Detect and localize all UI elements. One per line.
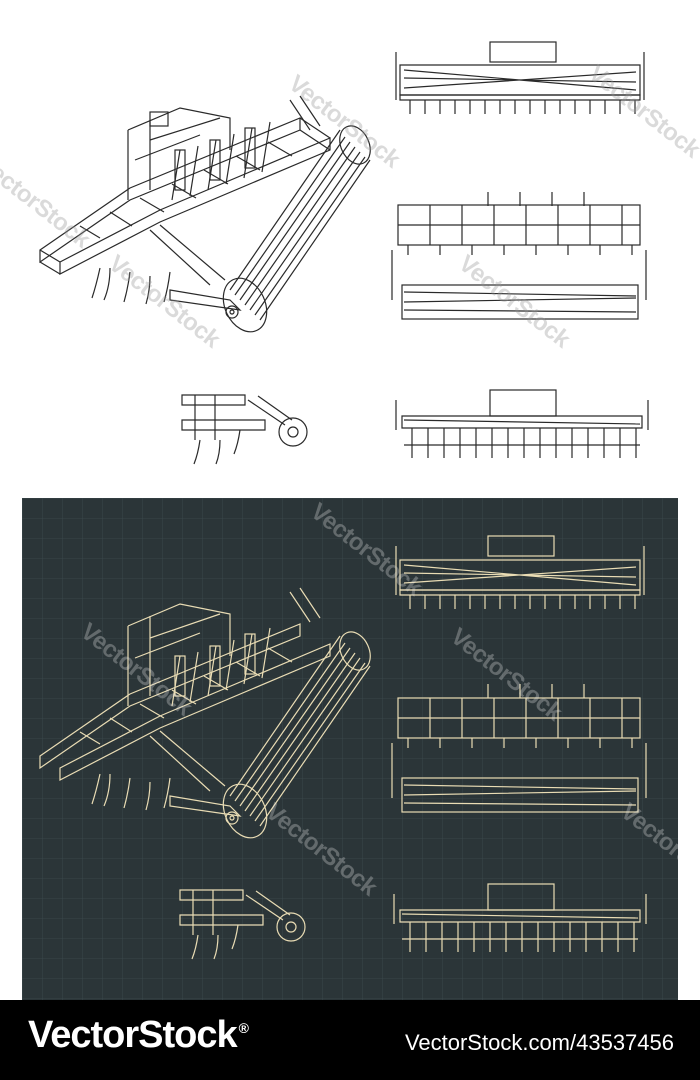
dark-blueprint-sheet: VectorStock VectorStock VectorStock Vect… bbox=[22, 498, 678, 1000]
side-view-dark bbox=[179, 889, 306, 960]
light-drawings bbox=[39, 41, 649, 465]
front-view-dark bbox=[395, 535, 645, 609]
rear-view-dark bbox=[393, 883, 647, 952]
dark-drawings bbox=[22, 498, 678, 1000]
side-view bbox=[181, 394, 308, 465]
logo-text: VectorStock bbox=[28, 1014, 238, 1056]
vectorstock-logo: VectorStock® bbox=[28, 1014, 249, 1057]
footer-bar: VectorStock® VectorStock.com/43537456 bbox=[0, 1000, 700, 1080]
image-id: VectorStock.com/43537456 bbox=[404, 1030, 674, 1055]
registered-mark: ® bbox=[238, 1020, 249, 1037]
top-view-dark bbox=[391, 684, 647, 813]
front-view bbox=[395, 41, 645, 114]
perspective-view-dark bbox=[39, 587, 371, 839]
top-view bbox=[391, 192, 647, 320]
perspective-view bbox=[39, 95, 371, 333]
light-blueprint-sheet: VectorStock VectorStock VectorStock Vect… bbox=[0, 0, 700, 490]
rear-view bbox=[395, 389, 649, 458]
